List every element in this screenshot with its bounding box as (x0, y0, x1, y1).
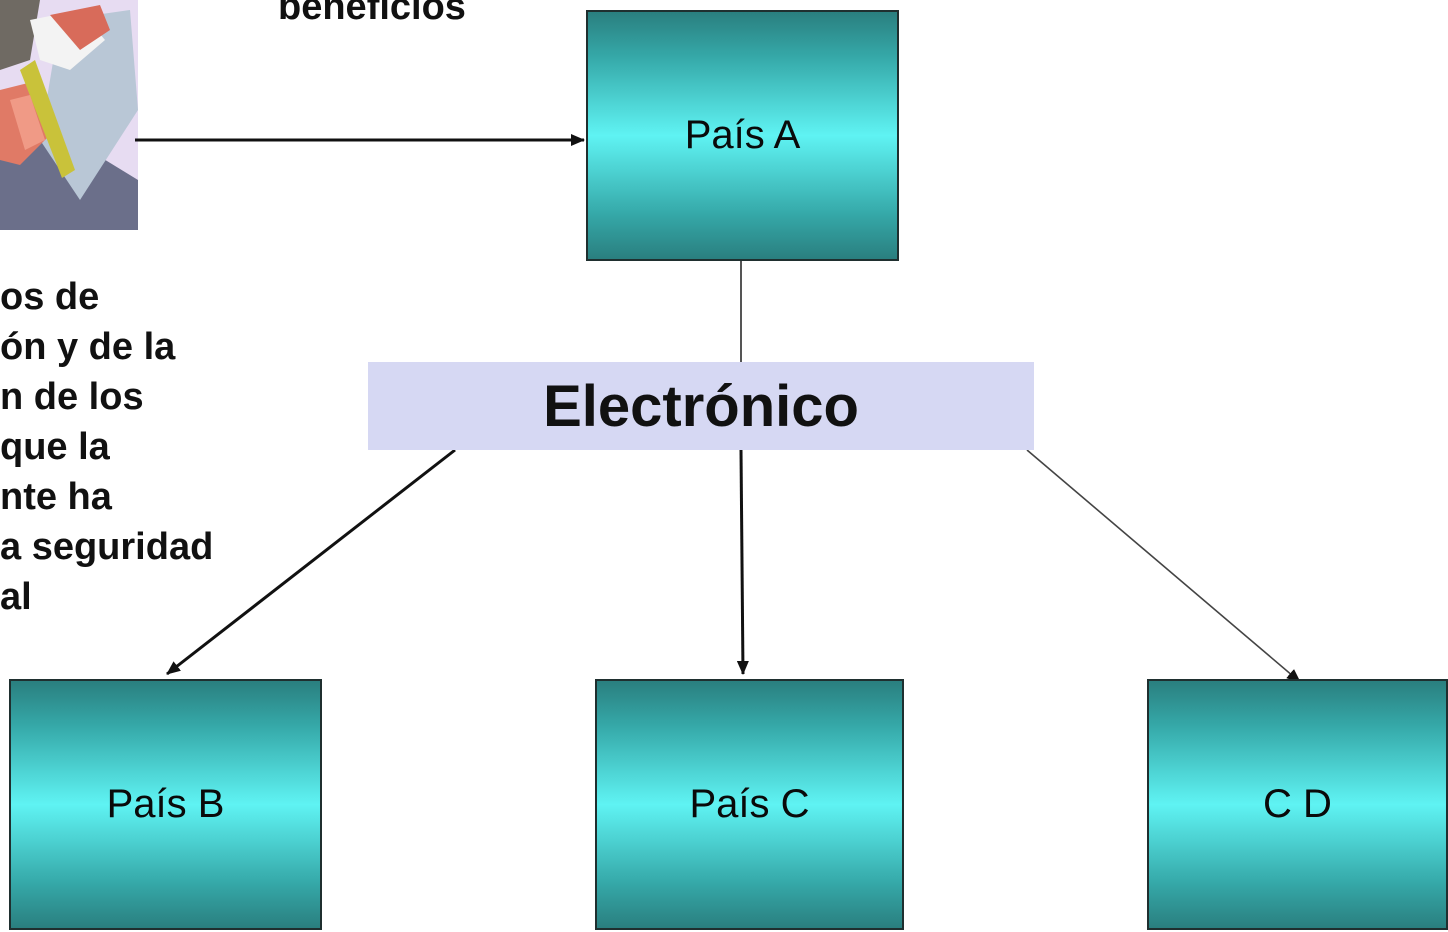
country-label-c-d: C D (1263, 782, 1332, 826)
country-box-pais-c: País C (595, 679, 904, 930)
side-text-line: nte ha (0, 476, 112, 518)
arrow-hub-to-c-d (1026, 449, 1301, 683)
country-box-pais-b: País B (9, 679, 322, 930)
header-fragment-text: beneficios (278, 0, 466, 28)
side-text-line: n de los (0, 376, 144, 418)
hub-label: Electrónico (543, 373, 859, 439)
country-box-pais-a: País A (586, 10, 899, 261)
arrow-hub-to-pais-c (736, 449, 749, 675)
side-text-line: ón y de la (0, 326, 176, 368)
country-box-c-d: C D (1147, 679, 1448, 930)
country-label-pais-c: País C (689, 782, 810, 826)
side-text-line: a seguridad (0, 526, 214, 568)
electronic-hub: Electrónico (368, 362, 1034, 450)
side-text-line: que la (0, 426, 110, 468)
person-with-document-clipart-icon (0, 0, 138, 230)
side-description-text: os de ón y de la n de los que la nte ha … (0, 272, 280, 622)
country-label-pais-a: País A (684, 113, 801, 157)
country-label-pais-b: País B (106, 782, 225, 826)
side-text-line: os de (0, 276, 100, 318)
side-text-line: al (0, 576, 32, 618)
